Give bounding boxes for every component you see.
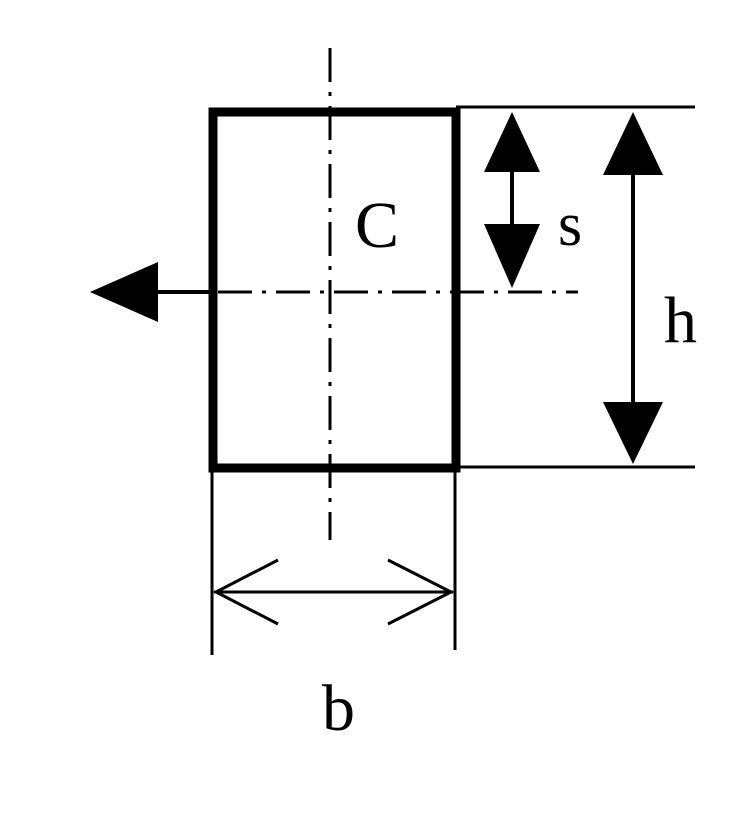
- b-arrowhead-left: [212, 558, 279, 626]
- h-arrowhead-up: [603, 112, 663, 175]
- s-arrowhead-up: [484, 112, 540, 172]
- s-arrowhead-down: [484, 224, 540, 288]
- centroid-label: C: [355, 189, 399, 262]
- b-arrowhead-right: [387, 558, 455, 626]
- b-label: b: [322, 672, 355, 745]
- axis-arrowhead-left: [90, 262, 158, 322]
- section-rectangle: [208, 107, 461, 473]
- h-label: h: [664, 284, 697, 357]
- s-label: s: [558, 191, 582, 259]
- h-arrowhead-down: [603, 402, 663, 464]
